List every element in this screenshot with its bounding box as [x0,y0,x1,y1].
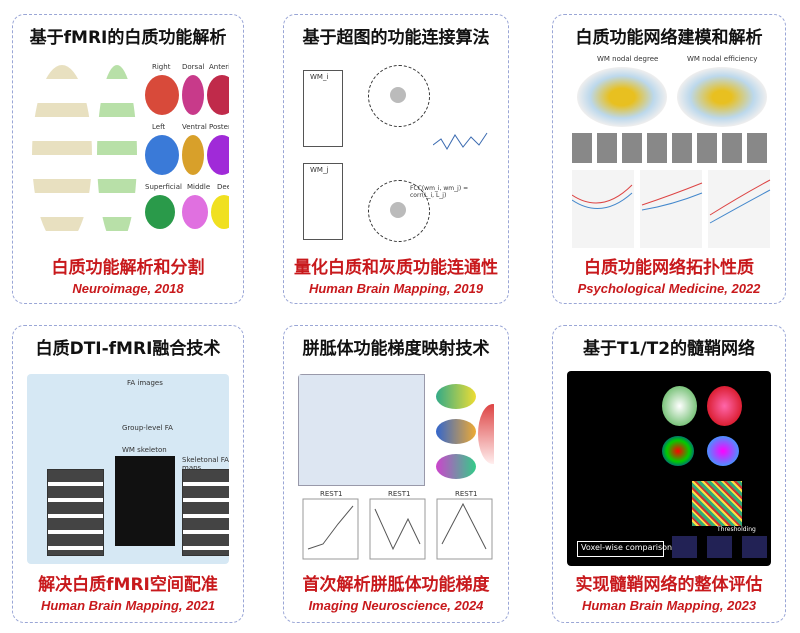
figure-cc-gradient: REST1 REST1 REST1 [298,374,494,564]
fig-label: FCC(wm_i, wm_j) = corr(L_i, L_j) [410,185,469,199]
card-title: 白质DTI-fMRI融合技术 [35,339,221,359]
fig-label: Thresholding [717,526,756,533]
fig-label: Ventral [182,123,207,131]
fig-label: WM nodal efficiency [687,55,758,63]
fig-label: REST1 [455,490,478,498]
card-journal: Human Brain Mapping, 2019 [308,281,484,296]
fig-label: REST1 [320,490,343,498]
card-journal: Human Brain Mapping, 2021 [40,598,216,613]
fig-label: WM skeleton [122,446,167,454]
fig-label: Deep [217,183,229,191]
card-title: 基于T1/T2的髓鞘网络 [582,339,756,359]
fig-label: FA images [127,379,163,387]
card-journal: Imaging Neuroscience, 2024 [308,598,484,613]
fig-label: Group-level FA [122,424,173,432]
card-subtitle: 解决白质fMRI空间配准 [38,575,218,595]
fig-label: WM_j [310,166,329,174]
figure-wm-parcellation: Right Dorsal Anterior Left Ventral Poste… [27,55,229,250]
card-wm-network: 白质功能网络建模和解析 WM nodal degree WM nodal eff… [552,14,786,304]
card-subtitle: 白质功能解析和分割 [51,258,205,278]
card-dti-fmri-fusion: 白质DTI-fMRI融合技术 FA images Group-level FA … [12,325,244,623]
fig-label: Voxel-wise comparison [581,543,673,552]
card-title: 基于超图的功能连接算法 [302,28,490,48]
figure-myelin-network: Voxel-wise comparison Thresholding [567,371,771,566]
card-myelin-network: 基于T1/T2的髓鞘网络 Voxel-wise comparison Thres… [552,325,786,623]
card-journal: Neuroimage, 2018 [72,281,184,296]
card-journal: Human Brain Mapping, 2023 [581,598,757,613]
card-title: 基于fMRI的白质功能解析 [29,28,227,48]
card-title: 白质功能网络建模和解析 [575,28,763,48]
fig-label: REST1 [388,490,411,498]
card-journal: Psychological Medicine, 2022 [577,281,761,296]
card-subtitle: 首次解析胼胝体功能梯度 [302,575,490,595]
fig-label: WM_i [310,73,329,81]
card-subtitle: 实现髓鞘网络的整体评估 [575,575,763,595]
figure-hypergraph: WM_i WM_j FCC(wm_i, wm_j) = corr(L_i, L_… [298,55,494,250]
fig-label: Skeletonal FA maps [182,456,229,472]
fig-label: Middle [187,183,211,191]
card-hypergraph-fc: 基于超图的功能连接算法 WM_i WM_j FCC(wm_i, wm_j) = … [283,14,509,304]
figure-wm-network: WM nodal degree WM nodal efficiency [567,55,771,250]
fig-label: WM nodal degree [597,55,659,63]
card-subtitle: 白质功能网络拓扑性质 [584,258,754,278]
fig-label: Right [152,63,171,71]
figure-dti-fmri: FA images Group-level FA WM skeleton Ske… [27,374,229,564]
card-fmri-wm-parcellation: 基于fMRI的白质功能解析 Right Dorsal Anterior Left… [12,14,244,304]
fig-label: Anterior [209,63,229,71]
card-cc-gradient: 胼胝体功能梯度映射技术 REST1 REST1 REST1 首次解析胼胝体功能梯… [283,325,509,623]
card-title: 胼胝体功能梯度映射技术 [302,339,490,359]
fig-label: Left [152,123,166,131]
fig-label: Superficial [145,183,182,191]
fig-label: Posterior [209,123,229,131]
fig-label: Dorsal [182,63,205,71]
card-subtitle: 量化白质和灰质功能连通性 [294,258,498,278]
